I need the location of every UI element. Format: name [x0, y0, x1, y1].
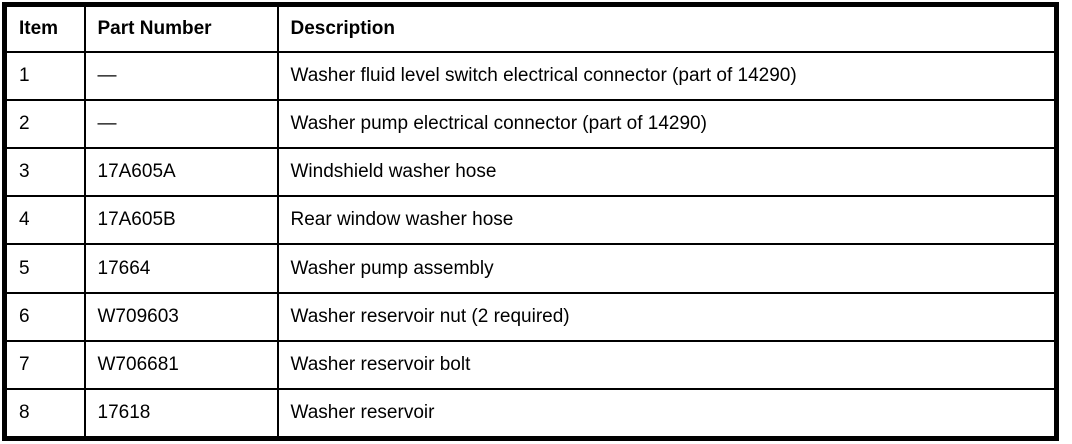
cell-item: 3 [3, 147, 86, 198]
cell-item: 4 [3, 195, 86, 246]
parts-table-body: 1—Washer fluid level switch electrical c… [3, 50, 1058, 440]
cell-description: Washer pump assembly [276, 243, 1058, 294]
cell-description: Rear window washer hose [276, 195, 1058, 246]
cell-part-number: — [83, 99, 279, 150]
table-row: 1—Washer fluid level switch electrical c… [3, 50, 1058, 102]
cell-part-number: — [83, 50, 279, 102]
cell-description: Windshield washer hose [276, 147, 1058, 198]
cell-part-number: W709603 [83, 291, 279, 342]
cell-part-number: 17A605A [83, 147, 279, 198]
column-header-item: Item [3, 3, 86, 53]
parts-table-header: Item Part Number Description [3, 3, 1058, 53]
cell-item: 8 [3, 387, 86, 440]
cell-item: 5 [3, 243, 86, 294]
cell-description: Washer pump electrical connector (part o… [276, 99, 1058, 150]
table-row: 2—Washer pump electrical connector (part… [3, 99, 1058, 150]
header-row: Item Part Number Description [3, 3, 1058, 53]
cell-description: Washer fluid level switch electrical con… [276, 50, 1058, 102]
cell-item: 2 [3, 99, 86, 150]
parts-table: Item Part Number Description 1—Washer fl… [2, 2, 1059, 441]
cell-item: 7 [3, 339, 86, 390]
cell-item: 6 [3, 291, 86, 342]
cell-description: Washer reservoir nut (2 required) [276, 291, 1058, 342]
cell-description: Washer reservoir bolt [276, 339, 1058, 390]
cell-part-number: 17A605B [83, 195, 279, 246]
cell-part-number: 17618 [83, 387, 279, 440]
cell-description: Washer reservoir [276, 387, 1058, 440]
cell-part-number: W706681 [83, 339, 279, 390]
column-header-part-number: Part Number [83, 3, 279, 53]
cell-item: 1 [3, 50, 86, 102]
cell-part-number: 17664 [83, 243, 279, 294]
column-header-description: Description [276, 3, 1058, 53]
